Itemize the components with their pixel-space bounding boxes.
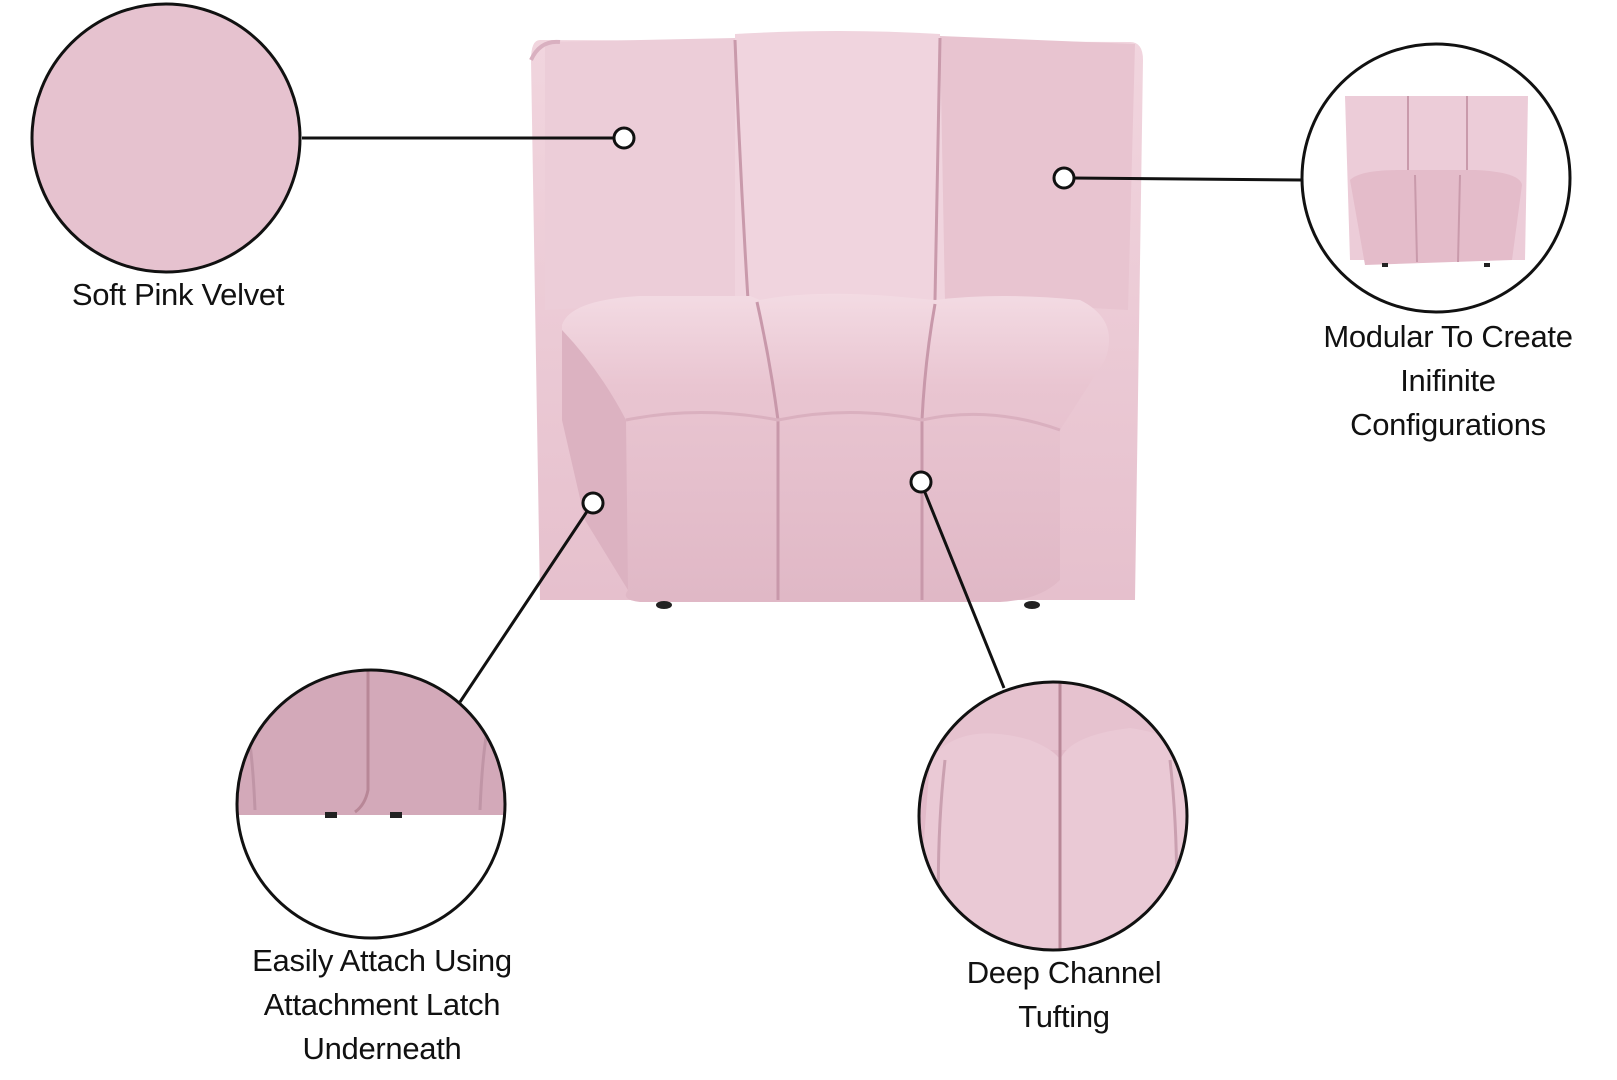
tufting-dot	[909, 470, 933, 494]
label-line: Tufting	[1018, 999, 1110, 1034]
label-line: Attachment Latch	[263, 987, 501, 1022]
label-line: Soft Pink Velvet	[71, 277, 285, 312]
label-line: Configurations	[1350, 407, 1546, 442]
label-attachment-latch: Easily Attach Using Attachment Latch Und…	[252, 939, 512, 1071]
attachment-latch-circle	[235, 668, 507, 940]
modular-chair-circle	[1300, 42, 1572, 314]
modular-dot	[1052, 166, 1076, 190]
label-line: Deep Channel	[966, 955, 1162, 990]
label-line: Easily Attach Using	[252, 943, 512, 978]
velvet-swatch-circle	[30, 2, 302, 274]
callout-dots	[581, 126, 1076, 515]
label-modular: Modular To Create Inifinite Configuratio…	[1323, 315, 1573, 447]
label-soft-pink-velvet: Soft Pink Velvet	[71, 273, 285, 317]
chair-image	[529, 31, 1143, 609]
tufting-circle	[917, 680, 1189, 952]
label-line: Underneath	[302, 1031, 462, 1066]
velvet-dot	[612, 126, 636, 150]
latch-dot	[581, 491, 605, 515]
callout-lines	[302, 136, 1303, 703]
label-line: Inifinite	[1400, 363, 1496, 398]
label-deep-channel-tufting: Deep Channel Tufting	[967, 951, 1162, 1039]
label-line: Modular To Create	[1323, 319, 1573, 354]
